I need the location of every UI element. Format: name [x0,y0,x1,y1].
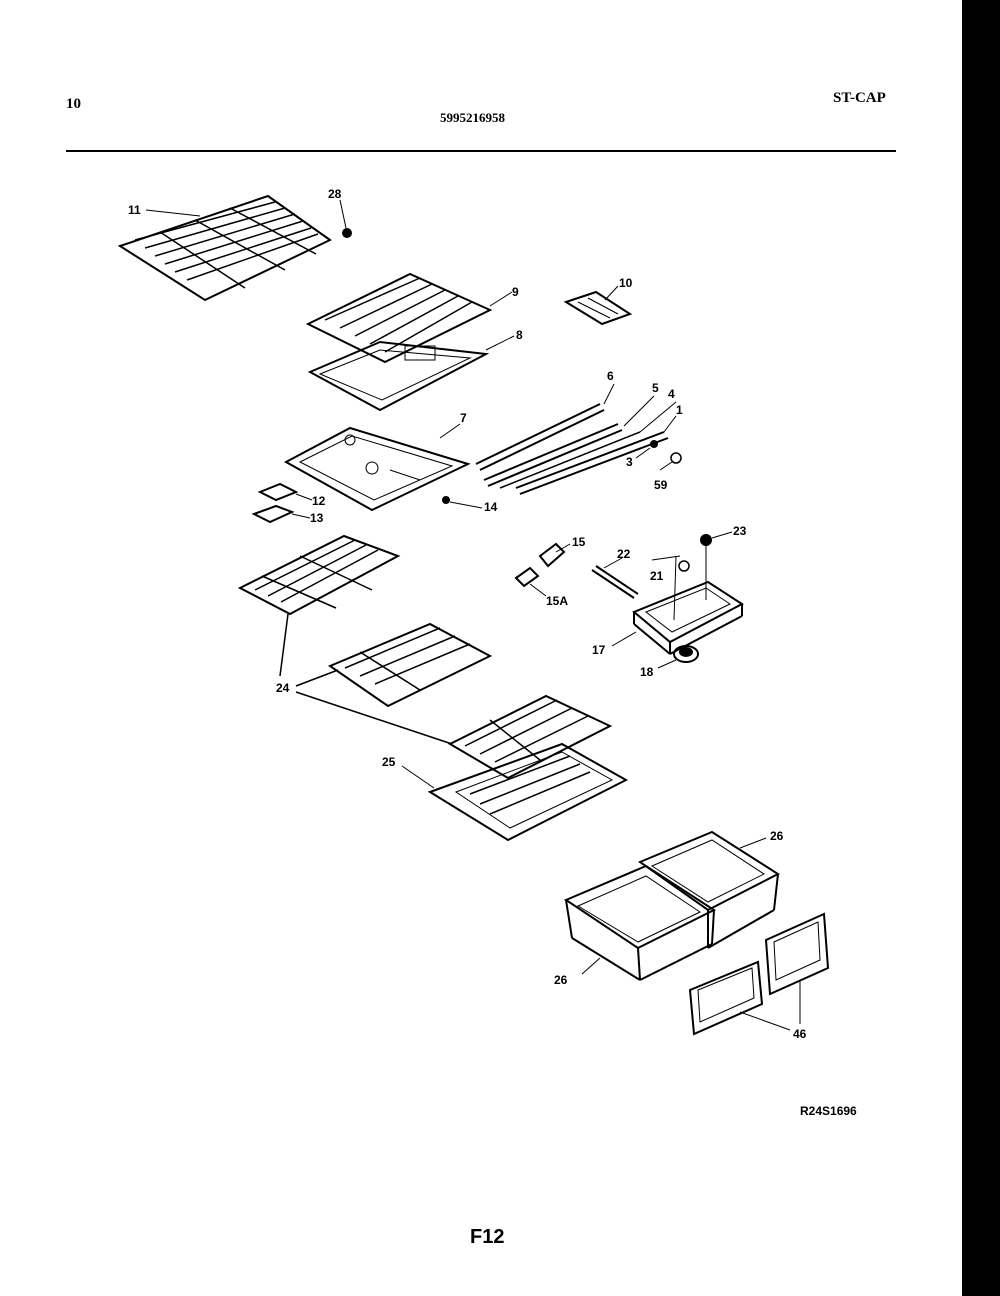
callout-59: 59 [654,478,668,492]
cover-plate-7 [283,426,471,512]
callout-25: 25 [382,755,396,769]
callout-14: 14 [484,500,498,514]
callout-3: 3 [626,455,633,469]
callout-4: 4 [668,387,675,401]
screw-28 [339,199,352,238]
model-code: ST-CAP [833,90,886,106]
drawer-front-46-right [764,912,830,996]
bracket-13 [251,504,295,524]
callout-13: 13 [310,511,324,525]
rail-1 [515,431,669,495]
callout-26-left: 26 [554,973,568,987]
wire-shelf-24a [237,534,401,616]
callout-23: 23 [733,524,747,538]
callout-17: 17 [592,643,606,657]
callout-21: 21 [650,569,664,583]
callout-24: 24 [276,681,290,695]
crisper-cover-25 [427,742,629,842]
control-housing-17 [632,580,744,655]
wire-shelf-24b [327,622,493,708]
header-rule [66,150,896,152]
callout-5: 5 [652,381,659,395]
callout-18: 18 [640,665,654,679]
wire-shelf-24c [447,694,613,780]
crisper-drawer-26-right [637,830,781,949]
bracket-12 [257,482,299,502]
callout-12: 12 [312,494,326,508]
callout-10: 10 [619,276,633,290]
callout-22: 22 [617,547,631,561]
callout-1: 1 [676,403,683,417]
fitting-15 [514,542,566,588]
callout-6: 6 [607,369,614,383]
shelf-frame-8 [307,340,490,412]
callout-26-right: 26 [770,829,784,843]
callout-15a: 15A [546,594,568,608]
callout-46: 46 [793,1027,807,1041]
drawing-code: R24S1696 [800,1104,857,1118]
wire-shelf-top [117,194,332,302]
rail-5 [483,423,623,487]
callout-8: 8 [516,328,523,342]
rail-4 [499,431,641,489]
exploded-parts-diagram: 11 28 9 10 8 6 5 4 1 7 3 59 12 13 14 15 … [117,187,830,1041]
page-number: 10 [66,96,81,112]
cover-10 [563,290,633,326]
page-border [962,0,1000,1296]
rail-6 [475,403,605,471]
glass-shelf-9 [305,272,493,364]
knob-18 [673,645,699,663]
crisper-drawer-26-left [563,864,717,981]
drawer-front-46-left [688,960,764,1036]
callout-9: 9 [512,285,519,299]
rod-22 [591,565,639,599]
figure-label: F12 [470,1226,505,1248]
callout-28: 28 [328,187,342,201]
callout-15: 15 [572,535,586,549]
part-number: 5995216958 [440,110,505,125]
callout-11: 11 [128,203,141,217]
callout-7: 7 [460,411,467,425]
